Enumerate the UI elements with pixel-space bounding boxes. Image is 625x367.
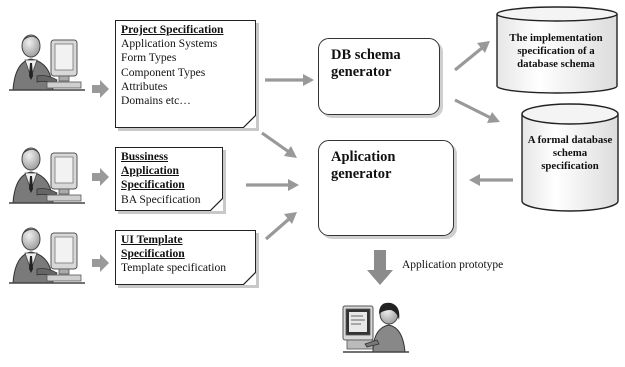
document-title: UI Template Specification — [121, 233, 185, 261]
application-prototype-label: Application prototype — [402, 259, 504, 271]
page-fold-icon — [243, 115, 256, 128]
formal-spec-label: A formal database schema specification — [527, 134, 613, 172]
db-generator-to-formal-spec-arrow — [454, 98, 500, 123]
document-item: BA Specification — [121, 192, 201, 206]
process-title: Aplication generator — [331, 149, 396, 182]
db-generator-to-implementation-arrow — [453, 41, 490, 72]
document-item: Domains etc… — [121, 94, 191, 108]
document-item: Application Systems — [121, 37, 218, 51]
ba-to-app-generator-arrow — [246, 179, 299, 191]
page-fold-icon — [243, 272, 256, 285]
app-generator-to-prototype-arrow — [367, 250, 393, 285]
implementation-spec-cylinder — [496, 6, 618, 94]
person-to-document-arrow — [92, 254, 109, 272]
business-application-specification-document: Bussiness Application Specification BA S… — [115, 147, 223, 211]
application-generator-box: Aplication generator — [318, 140, 454, 236]
ui-to-app-generator-arrow — [264, 212, 297, 241]
db-schema-generator-box: DB schema generator — [318, 38, 440, 115]
process-title: DB schema generator — [331, 47, 401, 80]
person-to-document-arrow — [92, 168, 109, 186]
document-title: Bussiness Application Specification — [121, 150, 185, 192]
document-item: Template specification — [121, 261, 227, 275]
woman-at-computer-icon — [342, 301, 410, 353]
man-at-computer-icon — [8, 147, 86, 204]
document-title: Project Specification — [121, 23, 224, 36]
formal-spec-cylinder — [521, 103, 619, 212]
implementation-spec-label: The implementation specification of a da… — [509, 32, 603, 70]
document-item: Component Types — [121, 65, 206, 79]
man-at-computer-icon — [8, 34, 86, 91]
ui-template-specification-document: UI Template Specification Template speci… — [115, 230, 256, 285]
document-item: Attributes — [121, 79, 168, 93]
project-to-app-generator-arrow — [261, 131, 297, 158]
project-to-db-generator-arrow — [265, 74, 314, 86]
person-to-document-arrow — [92, 80, 109, 98]
project-specification-document: Project Specification Application System… — [115, 20, 256, 128]
formal-spec-to-app-generator-arrow — [469, 174, 513, 186]
page-fold-icon — [210, 198, 223, 211]
man-at-computer-icon — [8, 227, 86, 284]
document-item: Form Types — [121, 51, 177, 65]
